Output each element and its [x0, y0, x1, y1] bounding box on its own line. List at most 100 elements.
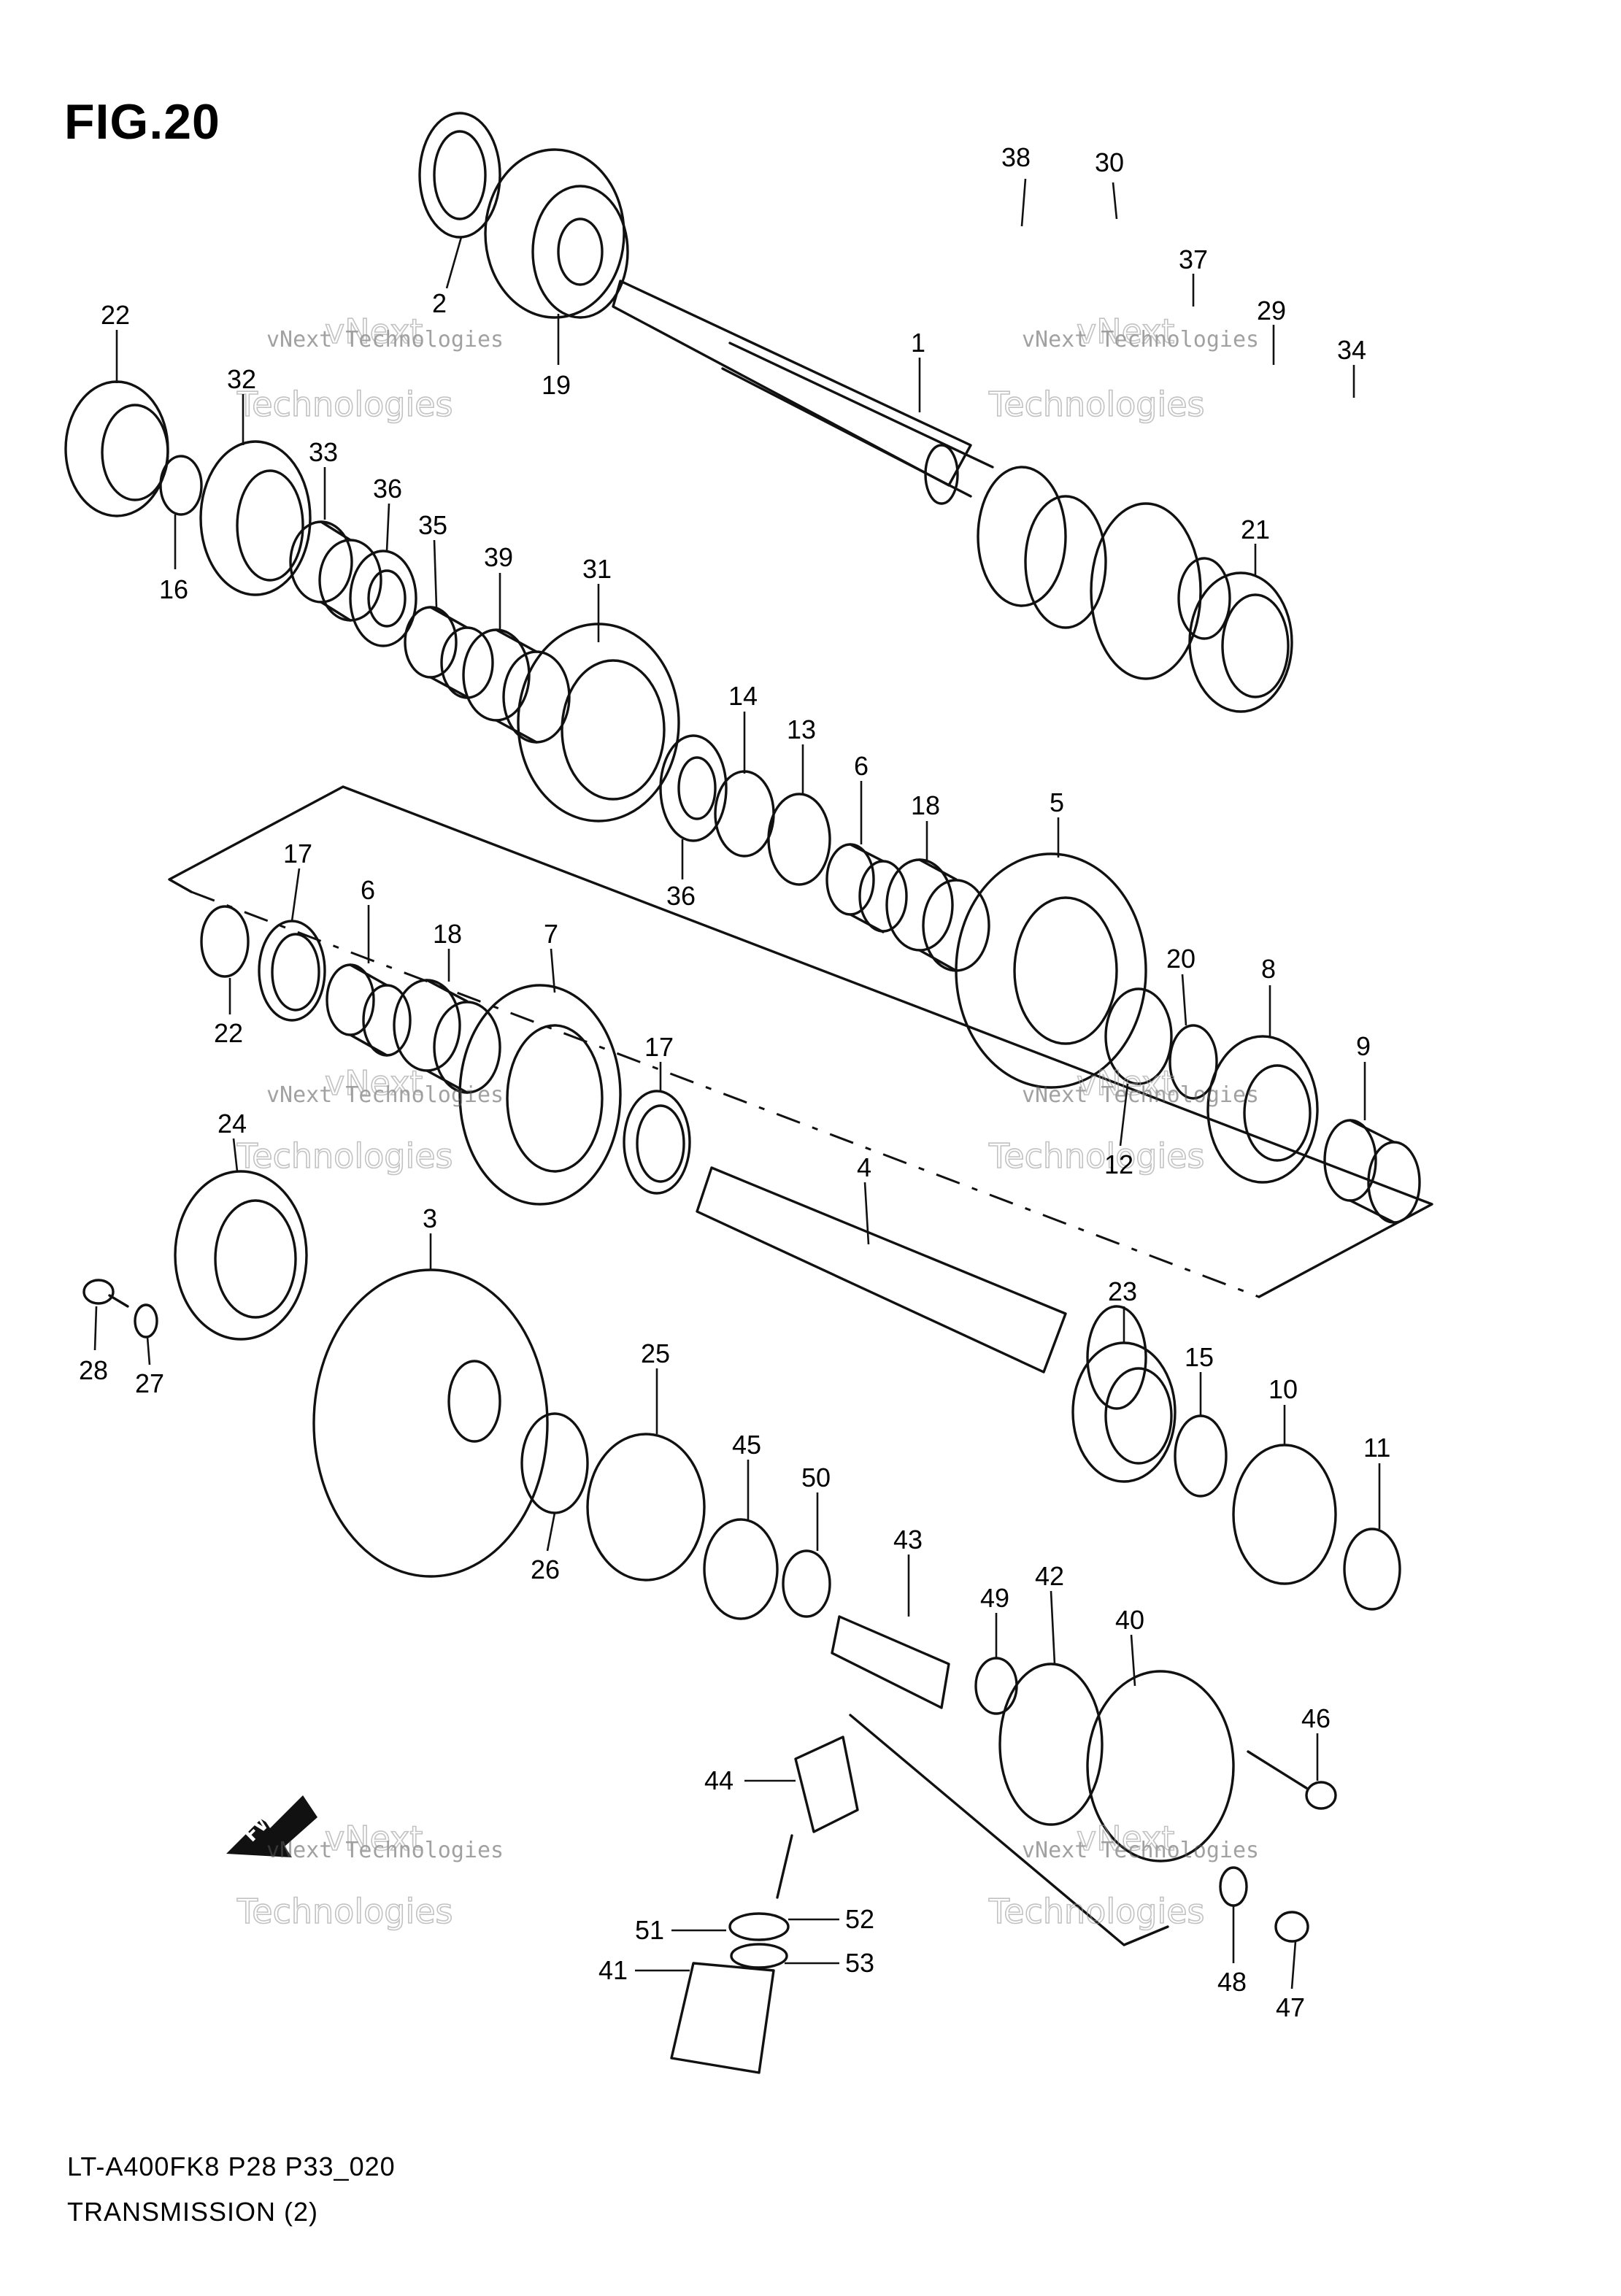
callout-13: 13	[787, 714, 816, 744]
callout-24: 24	[217, 1109, 247, 1139]
callout-25: 25	[641, 1338, 670, 1368]
svg-text:vNext Technologies: vNext Technologies	[1022, 1082, 1259, 1108]
part-41-bushing	[670, 1962, 775, 2074]
callout-50: 50	[801, 1463, 831, 1492]
part-22-circlip	[200, 905, 250, 978]
callout-8: 8	[1261, 954, 1276, 984]
callout-20: 20	[1166, 944, 1195, 974]
svg-text:Technologies: Technologies	[988, 385, 1205, 424]
part-5-gear	[955, 852, 1147, 1089]
callout-40: 40	[1115, 1605, 1144, 1635]
part-24-bearing	[174, 1170, 308, 1341]
callout-46: 46	[1301, 1703, 1331, 1733]
section-title: TRANSMISSION (2)	[67, 2197, 319, 2227]
svg-text:vNext Technologies: vNext Technologies	[266, 1838, 504, 1863]
callout-51: 51	[635, 1915, 664, 1945]
part-43-worm-gear	[831, 1615, 950, 1709]
part-1-countershaft	[612, 280, 1231, 680]
callout-31: 31	[582, 554, 612, 584]
part-8-gear	[1206, 1035, 1319, 1184]
part-26-washer	[520, 1412, 589, 1514]
callout-7: 7	[544, 919, 558, 949]
part-10-gear	[1232, 1444, 1337, 1585]
figure-title: FIG.20	[64, 94, 220, 150]
svg-text:Technologies: Technologies	[236, 385, 453, 424]
part-17-washer-right	[623, 1090, 691, 1195]
svg-text:vNext: vNext	[325, 1819, 423, 1858]
callout-36b: 36	[666, 881, 696, 911]
part-6-bushing-upper	[825, 843, 908, 933]
callout-53: 53	[845, 1948, 874, 1978]
svg-text:Technologies: Technologies	[988, 1892, 1205, 1931]
callout-3: 3	[423, 1203, 437, 1233]
callout-36a: 36	[373, 474, 402, 504]
part-17-washer-left	[258, 920, 326, 1022]
part-36-washer	[349, 550, 417, 647]
callout-23: 23	[1108, 1276, 1137, 1306]
assembly-outline-bracket	[168, 785, 1433, 1298]
callout-44: 44	[704, 1765, 734, 1795]
callout-37: 37	[1179, 244, 1208, 274]
callout-numbers: 2 19 1 38 30 37 29 34 21 22 32 33 36 35 …	[79, 142, 1390, 2022]
part-18-needle-bearing-lower	[393, 979, 501, 1094]
part-16-washer	[159, 455, 203, 516]
callout-5: 5	[1050, 787, 1064, 817]
callout-38: 38	[1001, 142, 1031, 172]
callout-9: 9	[1356, 1031, 1371, 1061]
part-21-bearing	[1188, 571, 1293, 713]
callout-17b: 17	[644, 1032, 674, 1062]
part-35-bushing	[404, 606, 494, 699]
part-13-washer	[767, 793, 831, 886]
callout-4: 4	[857, 1152, 871, 1182]
part-27-washer	[134, 1303, 158, 1338]
callout-28: 28	[79, 1355, 108, 1385]
part-7-gear	[458, 984, 622, 1206]
leader-lines	[93, 178, 1381, 1989]
part-47-bolt	[1274, 1911, 1309, 1943]
callout-52: 52	[845, 1904, 874, 1934]
svg-text:vNext Technologies: vNext Technologies	[266, 327, 504, 353]
callout-6a: 6	[854, 751, 869, 781]
svg-text:vNext Technologies: vNext Technologies	[1022, 1838, 1259, 1863]
callout-45: 45	[732, 1430, 761, 1460]
part-39-needle-bearing	[462, 628, 571, 744]
part-15-washer	[1174, 1414, 1228, 1498]
svg-text:vNext: vNext	[1077, 312, 1174, 351]
callout-21: 21	[1241, 515, 1270, 544]
callout-41: 41	[598, 1955, 628, 1985]
callout-15: 15	[1185, 1342, 1214, 1372]
part-33-needle-bearing	[289, 520, 382, 622]
callout-32: 32	[227, 364, 256, 394]
svg-text:vNext: vNext	[325, 312, 423, 351]
part-44-driven-gear	[776, 1736, 859, 1899]
callout-22a: 22	[101, 300, 130, 330]
part-11-circlip	[1343, 1528, 1401, 1611]
part-20-circlip	[1168, 1024, 1218, 1100]
part-51-52-washers	[728, 1912, 790, 1969]
callout-47: 47	[1276, 1992, 1305, 2022]
callout-34: 34	[1337, 335, 1366, 365]
part-28-bolt	[82, 1279, 129, 1308]
callout-30: 30	[1095, 147, 1124, 177]
callout-16: 16	[159, 574, 188, 604]
part-31-gear	[517, 623, 680, 823]
callout-35: 35	[418, 510, 447, 540]
callout-17a: 17	[283, 839, 312, 868]
callout-29: 29	[1257, 296, 1286, 325]
part-45-bushing	[703, 1518, 779, 1620]
part-32-gear	[199, 440, 312, 596]
callout-19: 19	[542, 370, 571, 400]
part-22-bearing	[64, 380, 169, 517]
part-12-washer	[1104, 987, 1173, 1085]
speedo-outline-bracket	[849, 1714, 1169, 1946]
svg-text:vNext Technologies: vNext Technologies	[266, 1082, 504, 1108]
callout-10: 10	[1268, 1374, 1298, 1404]
watermark: vNext Technologies vNext Technologies vN…	[236, 311, 1259, 1932]
part-6-bushing-lower	[326, 963, 412, 1057]
callout-39: 39	[484, 542, 513, 572]
callout-6b: 6	[361, 875, 375, 905]
part-23-bearing	[1071, 1341, 1177, 1483]
part-40-housing	[1086, 1670, 1235, 1862]
part-4-driveshaft	[696, 1166, 1147, 1410]
callout-27: 27	[135, 1368, 164, 1398]
